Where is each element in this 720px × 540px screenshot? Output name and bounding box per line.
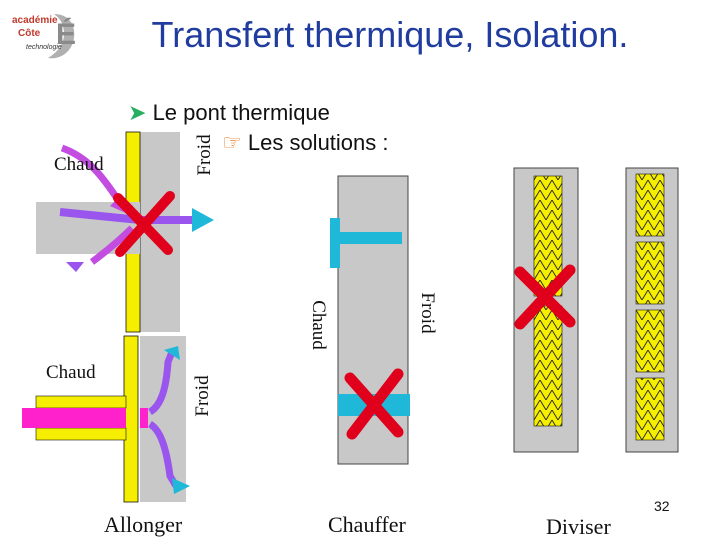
label-middle-chaud: Chaud (308, 300, 329, 350)
red-cross-icon (113, 191, 175, 257)
academie-logo: É (48, 14, 76, 59)
slide-title: Transfert thermique, Isolation. (151, 14, 629, 55)
caption-chauffer: Chauffer (328, 512, 406, 537)
logo-line-3: technologie (26, 44, 62, 51)
label-middle-froid: Froid (417, 292, 438, 334)
red-cross-icon (514, 264, 576, 330)
insulation-strip-bottom (123, 335, 139, 503)
top-left-bridge-diagram (36, 131, 214, 333)
right-diviser-diagram (513, 167, 679, 453)
sub-bullet-text: Les solutions : (247, 130, 389, 155)
page-number: 32 (654, 498, 670, 514)
logo-line-1: académie (12, 15, 58, 26)
label-top-froid: Froid (194, 134, 215, 176)
bullet-le-pont-thermique: ➤ Le pont thermique (128, 100, 330, 126)
sub-bullet-solutions: ☞ Les solutions : (222, 130, 389, 156)
caption-diviser: Diviser (546, 514, 611, 539)
label-bottom-froid: Froid (192, 375, 213, 417)
red-cross-icon (344, 368, 404, 440)
label-bottom-chaud: Chaud (46, 362, 96, 383)
bolt-bar (22, 408, 126, 428)
label-top-chaud: Chaud (54, 154, 104, 175)
arrow-bullet-icon: ➤ (128, 100, 147, 125)
middle-chauffer-diagram (330, 175, 410, 465)
svg-text:É: É (56, 17, 76, 51)
heat-flow-curve-2 (89, 225, 135, 265)
pointing-hand-icon: ☞ (222, 130, 242, 155)
logo-line-2: Côte (18, 28, 41, 39)
bottom-left-allonger-diagram (22, 335, 190, 503)
caption-allonger: Allonger (104, 512, 183, 537)
heating-bar-top (330, 232, 402, 244)
cold-arrow-top (192, 208, 214, 232)
middle-wall (337, 175, 409, 465)
bullet-text: Le pont thermique (152, 100, 330, 125)
